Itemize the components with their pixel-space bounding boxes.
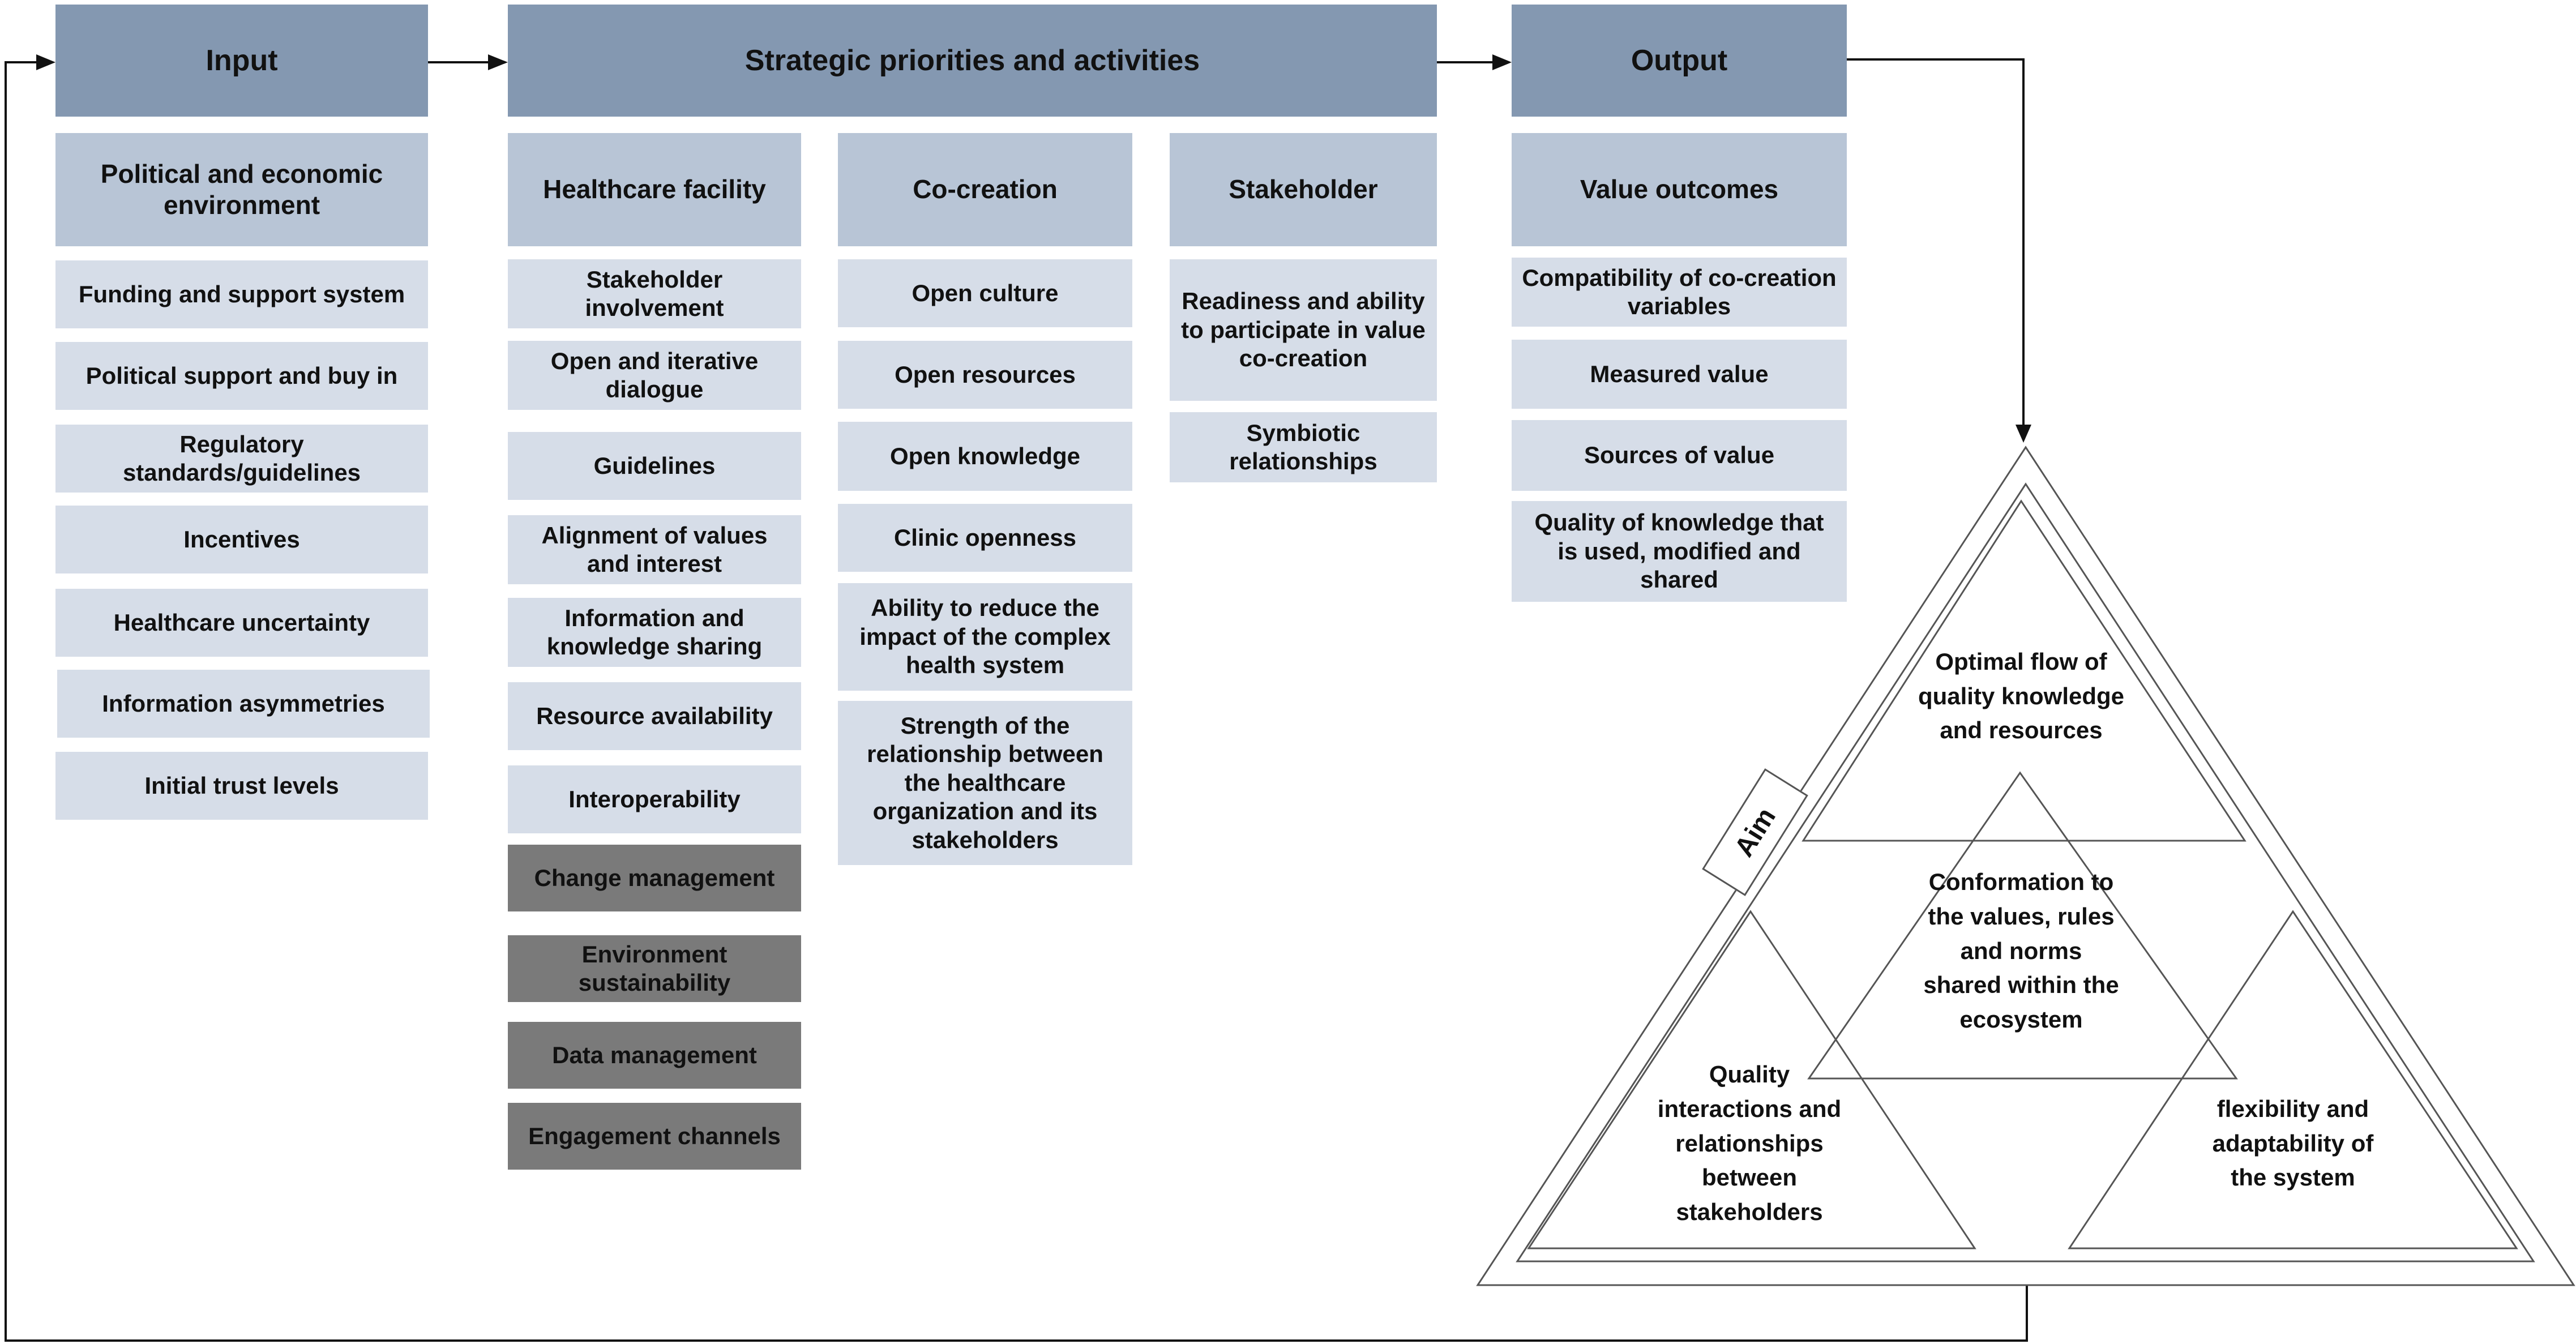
cocreation-item: Open culture <box>838 259 1132 327</box>
input-item: Initial trust levels <box>55 752 428 820</box>
left-triangle <box>1527 910 1976 1249</box>
healthcare-item: Alignment of values and interest <box>508 515 801 584</box>
healthcare-dark-item: Engagement channels <box>508 1103 801 1170</box>
input-item: Regulatory standards/guidelines <box>55 425 428 493</box>
output-item: Quality of knowledge that is used, modif… <box>1512 501 1847 602</box>
stakeholder-item: Readiness and ability to participate in … <box>1170 259 1437 401</box>
aim-top-text: Optimal flow of quality knowledge and re… <box>1918 648 2125 744</box>
arrow-output-to-aim <box>1847 58 2025 436</box>
aim-right-text: flexibility and adaptability of the syst… <box>2212 1095 2374 1191</box>
cocreation-item: Ability to reduce the impact of the comp… <box>838 583 1132 691</box>
cocreation-item: Strength of the relationship between the… <box>838 701 1132 865</box>
input-item: Funding and support system <box>55 260 428 328</box>
input-item: Incentives <box>55 506 428 573</box>
stakeholder-item: Symbiotic relationships <box>1170 412 1437 482</box>
healthcare-item: Stakeholder involvement <box>508 259 801 328</box>
healthcare-item: Guidelines <box>508 432 801 500</box>
cocreation-item: Clinic openness <box>838 504 1132 572</box>
arrowhead-input-to-strategy <box>488 54 508 70</box>
healthcare-item: Resource availability <box>508 682 801 750</box>
stakeholder-subheader: Stakeholder <box>1170 133 1437 246</box>
healthcare-item: Information and knowledge sharing <box>508 598 801 667</box>
output-item: Measured value <box>1512 340 1847 409</box>
top-triangle <box>1802 499 2246 842</box>
healthcare-item: Interoperability <box>508 765 801 833</box>
cocreation-subheader: Co-creation <box>838 133 1132 246</box>
input-item: Information asymmetries <box>57 670 430 738</box>
arrowhead-feedback <box>36 54 55 70</box>
healthcare-dark-item: Change management <box>508 845 801 911</box>
healthcare-dark-item: Data management <box>508 1022 801 1089</box>
value-outcomes-subheader: Value outcomes <box>1512 133 1847 246</box>
cocreation-item: Open knowledge <box>838 422 1132 491</box>
arrowhead-output-to-aim <box>2016 425 2031 443</box>
right-triangle <box>2068 910 2518 1249</box>
arrowhead-strategy-to-output <box>1492 54 1512 70</box>
input-subheader: Political and economic environment <box>55 133 428 246</box>
feedback-loop-arrow <box>5 59 2028 1342</box>
healthcare-item: Open and iterative dialogue <box>508 341 801 410</box>
aim-center-text: Conformation to the values, rules and no… <box>1923 868 2119 1033</box>
inner-outer-triangle <box>1516 482 2535 1262</box>
output-item: Compatibility of co-creation variables <box>1512 258 1847 327</box>
healthcare-facility-subheader: Healthcare facility <box>508 133 801 246</box>
center-triangle <box>1807 771 2238 1080</box>
output-header: Output <box>1512 5 1847 117</box>
aim-left-text: Quality interactions and relationships b… <box>1657 1060 1842 1226</box>
input-item: Political support and buy in <box>55 342 428 410</box>
cocreation-item: Open resources <box>838 341 1132 409</box>
input-header: Input <box>55 5 428 117</box>
input-item: Healthcare uncertainty <box>55 589 428 657</box>
healthcare-dark-item: Environment sustainability <box>508 935 801 1002</box>
strategy-header: Strategic priorities and activities <box>508 5 1437 117</box>
output-item: Sources of value <box>1512 420 1847 491</box>
